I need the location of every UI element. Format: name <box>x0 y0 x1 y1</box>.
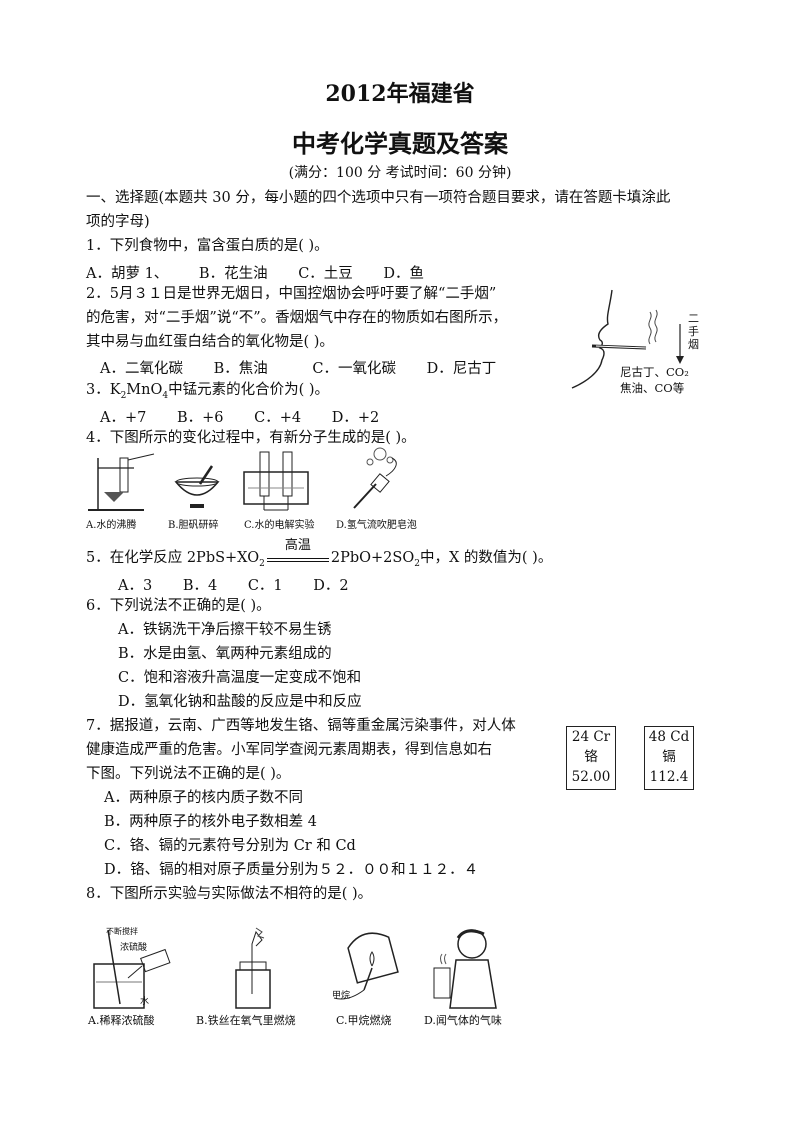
reaction-condition: 高温 <box>284 538 311 553</box>
dilute-acid-figure <box>93 929 171 1009</box>
q3-option-b: B．+6 <box>176 410 224 426</box>
stir-label: 不断搅拌 <box>106 927 138 936</box>
q5-option-a: A．3 <box>118 578 153 594</box>
q3-option-a: A．+7 <box>100 410 147 426</box>
q2-option-b: B．焦油 <box>213 361 268 377</box>
smoke-components-2: 焦油、CO等 <box>620 381 685 395</box>
q5-option-d: D．2 <box>313 578 349 594</box>
q6-option-d: D．氢氧化钠和盐酸的反应是中和反应 <box>118 694 362 710</box>
page-title-year: 2012年福建省 <box>325 81 475 107</box>
q8-caption-c: C.甲烷燃烧 <box>336 1014 392 1027</box>
smoke-components-1: 尼古丁、CO₂ <box>620 365 689 379</box>
q1-option-c: C．土豆 <box>298 266 353 282</box>
q7-option-b: B．两种原子的核外电子数相差 4 <box>104 814 317 830</box>
section-heading-cont: 项的字母) <box>86 214 150 230</box>
q4-stem: 4．下图所示的变化过程中，有新分子生成的是( )。 <box>86 430 416 446</box>
mortar-figure <box>174 465 220 508</box>
smell-gas-figure <box>433 929 497 1009</box>
boiling-water-figure <box>88 453 155 511</box>
q5-options: A．3 B．4 C．1 D．2 <box>118 574 375 595</box>
q5-option-b: B．4 <box>182 578 218 594</box>
smoker-figure <box>571 289 684 389</box>
q8-caption-a: A.稀释浓硫酸 <box>88 1014 155 1027</box>
q6-option-a: A．铁锅洗干净后擦干较不易生锈 <box>118 622 332 638</box>
q7-option-d: D．铬、镉的相对原子质量分别为５２．００和１１２．４ <box>104 862 479 878</box>
second-hand-smoke-label: 二 手 烟 <box>688 312 699 351</box>
q2-option-d: D．尼古丁 <box>426 361 497 377</box>
q4-caption-d: D.氢气流吹肥皂泡 <box>336 520 417 531</box>
q1-option-b: B．花生油 <box>198 266 268 282</box>
q1-option-d: D．鱼 <box>383 266 425 282</box>
q2-line1: 2．5月３１日是世界无烟日，中国控烟协会呼吁要了解“二手烟” <box>86 286 497 302</box>
q7-line1: 7．据报道，云南、广西等地发生铬、镉等重金属污染事件，对人体 <box>86 718 516 734</box>
acid-label: 浓硫酸 <box>120 943 148 953</box>
element-cell-cadmium: 48 Cd 镉 112.4 <box>644 726 694 790</box>
q2-options: A．二氧化碳 B．焦油 C．一氧化碳 D．尼古丁 <box>100 357 522 378</box>
q7-option-a: A．两种原子的核内质子数不同 <box>104 790 303 806</box>
q7-line2: 健康造成严重的危害。小军同学查阅元素周期表，得到信息如右 <box>86 742 492 758</box>
q1-options: A．胡萝 1、 B．花生油 C．土豆 D．鱼 <box>86 262 450 283</box>
section-heading: 一、选择题(本题共 30 分，每小题的四个选项中只有一项符合题目要求，请在答题卡… <box>86 190 671 206</box>
iron-wire-figure <box>235 927 271 1009</box>
q4-caption-b: B.胆矾研碎 <box>168 520 219 531</box>
page-title: 中考化学真题及答案 <box>292 129 508 158</box>
q7-line3: 下图。下列说法不正确的是( )。 <box>86 766 291 782</box>
q2-line2: 的危害，对“二手烟”说“不”。香烟烟气中存在的物质如右图所示， <box>86 310 508 326</box>
q4-caption-c: C.水的电解实验 <box>244 520 315 531</box>
element-cell-chromium: 24 Cr 铬 52.00 <box>566 726 616 790</box>
q8-caption-b: B.铁丝在氧气里燃烧 <box>196 1014 296 1027</box>
electrolysis-figure <box>243 451 309 511</box>
q3-option-c: C．+4 <box>254 410 302 426</box>
q6-stem: 6．下列说法不正确的是( )。 <box>86 598 271 614</box>
exam-info: (满分：100 分 考试时间：60 分钟) <box>288 165 512 181</box>
q6-option-c: C．饱和溶液升高温度一定变成不饱和 <box>118 670 362 686</box>
q8-stem: 8．下图所示实验与实际做法不相符的是( )。 <box>86 886 373 902</box>
q3-option-d: D．+2 <box>331 410 380 426</box>
methane-burning-figure <box>333 932 399 1000</box>
q3-stem: 3．K2MnO4中锰元素的化合价为( )。 <box>86 382 330 401</box>
q4-caption-a: A.水的沸腾 <box>86 520 137 531</box>
q7-option-c: C．铬、镉的元素符号分别为 Cr 和 Cd <box>104 838 356 854</box>
bubble-figure <box>353 447 397 509</box>
q5-option-c: C．1 <box>247 578 283 594</box>
methane-label: 甲烷 <box>332 991 351 1001</box>
q6-option-b: B．水是由氢、氧两种元素组成的 <box>118 646 332 662</box>
water-label: 水 <box>140 997 150 1007</box>
q2-option-c: C．一氧化碳 <box>312 361 396 377</box>
q2-option-a: A．二氧化碳 <box>100 361 183 377</box>
q3-options: A．+7 B．+6 C．+4 D．+2 <box>100 406 405 427</box>
q1-option-a: A．胡萝 1、 <box>86 266 169 282</box>
q1-stem: 1．下列食物中，富含蛋白质的是( )。 <box>86 238 329 254</box>
q8-caption-d: D.闻气体的气味 <box>424 1014 502 1027</box>
q2-line3: 其中易与血红蛋白结合的氧化物是( )。 <box>86 334 334 350</box>
